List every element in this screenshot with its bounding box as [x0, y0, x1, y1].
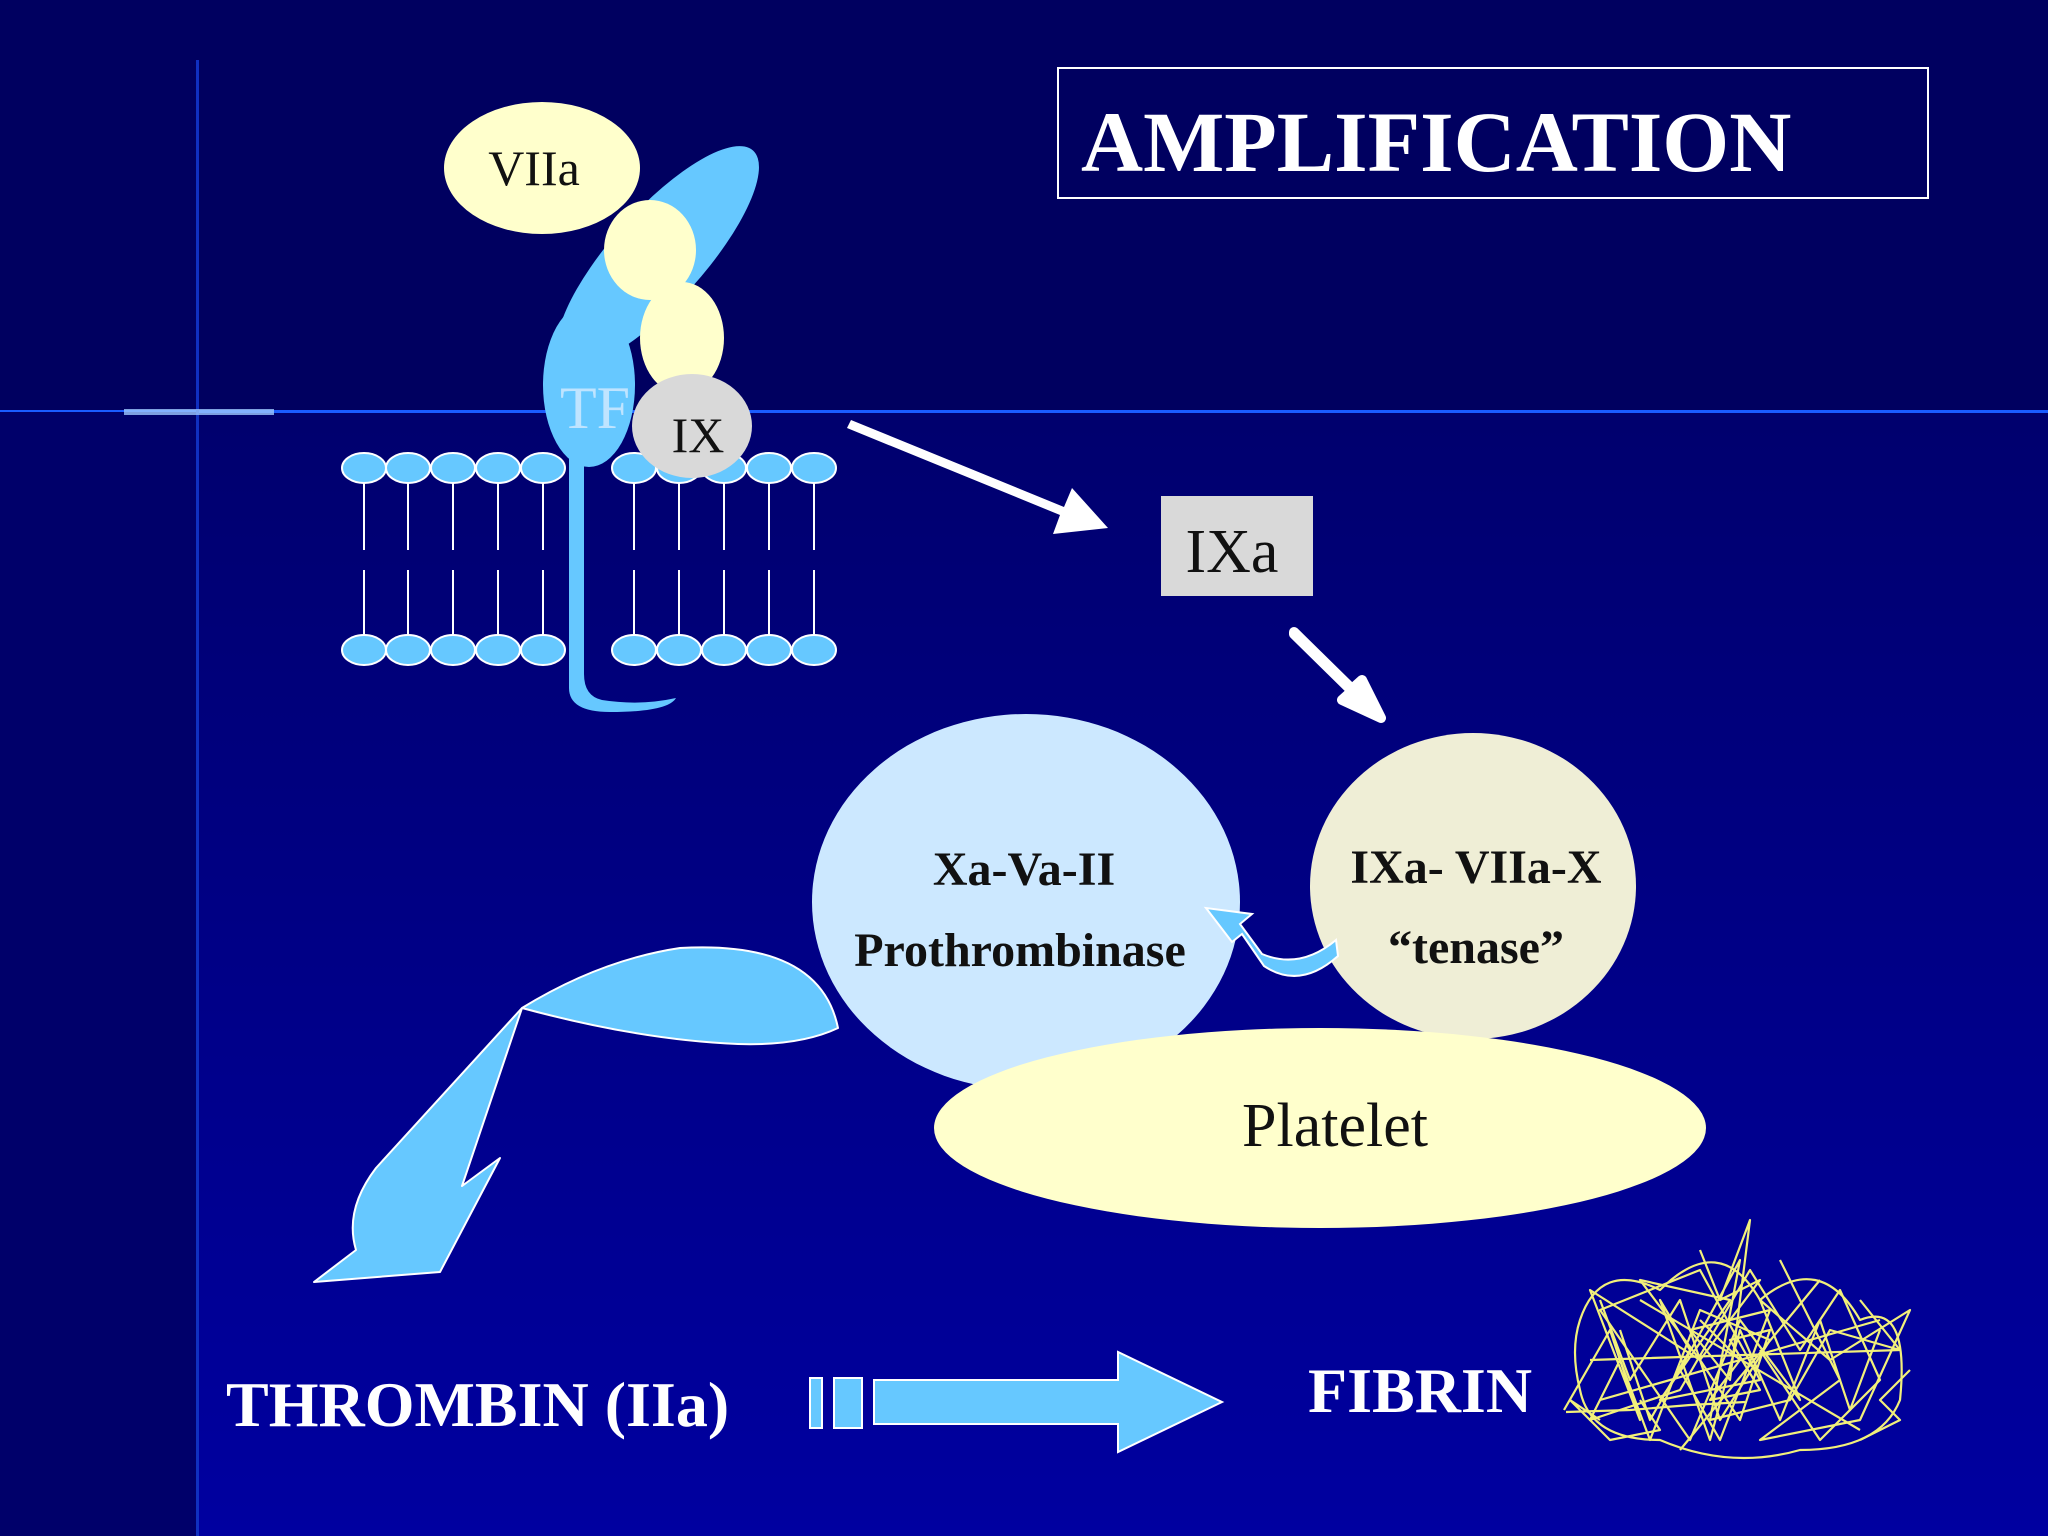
title-box: AMPLIFICATION: [1057, 67, 1929, 199]
tenase-line2: “tenase”: [1388, 921, 1564, 974]
activation-arrow-icon: [847, 420, 1108, 534]
tenase-formation-arrow-icon: [1289, 627, 1386, 723]
tenase-line1: IXa- VIIa-X: [1350, 841, 1601, 894]
slide-title: AMPLIFICATION: [1081, 94, 1791, 190]
viia-label: VIIa: [488, 140, 580, 196]
viia-head: [444, 102, 640, 234]
fibrin-mesh: [1563, 1218, 1912, 1460]
ix-shape: [632, 374, 752, 478]
cross-flare: [124, 409, 274, 415]
horizontal-accent-line: [0, 410, 2048, 413]
thrombin-generation-arrow-icon: [313, 946, 839, 1283]
ix-label: IX: [672, 407, 725, 463]
fibrin-label: FIBRIN: [1308, 1355, 1532, 1426]
factor-viia: VIIa: [444, 102, 724, 394]
tenase-complex: IXa- VIIa-X “tenase”: [1310, 733, 1636, 1039]
platelet-label: Platelet: [1242, 1092, 1428, 1160]
vertical-accent-line: [196, 60, 199, 1536]
factor-ixa-box: IXa: [1161, 496, 1313, 596]
viia-middle-bead: [604, 200, 696, 300]
prothrombinase-line2: Prothrombinase: [854, 924, 1186, 977]
left-band: [0, 412, 196, 1536]
ixa-label: IXa: [1186, 518, 1279, 586]
thrombin-label: THROMBIN (IIa): [226, 1369, 729, 1440]
x-activation-arrow-icon: [1203, 906, 1340, 977]
prothrombinase-complex: Xa-Va-II Prothrombinase: [812, 714, 1240, 1090]
viia-lower-bead: [640, 282, 724, 394]
platelet: Platelet: [934, 1028, 1706, 1228]
top-band: [0, 0, 2048, 412]
fibrin-formation-arrow-icon: [809, 1350, 1225, 1454]
tf-label: TF: [560, 375, 630, 441]
factor-ix: IX: [632, 374, 752, 478]
prothrombinase-line1: Xa-Va-II: [933, 843, 1115, 896]
